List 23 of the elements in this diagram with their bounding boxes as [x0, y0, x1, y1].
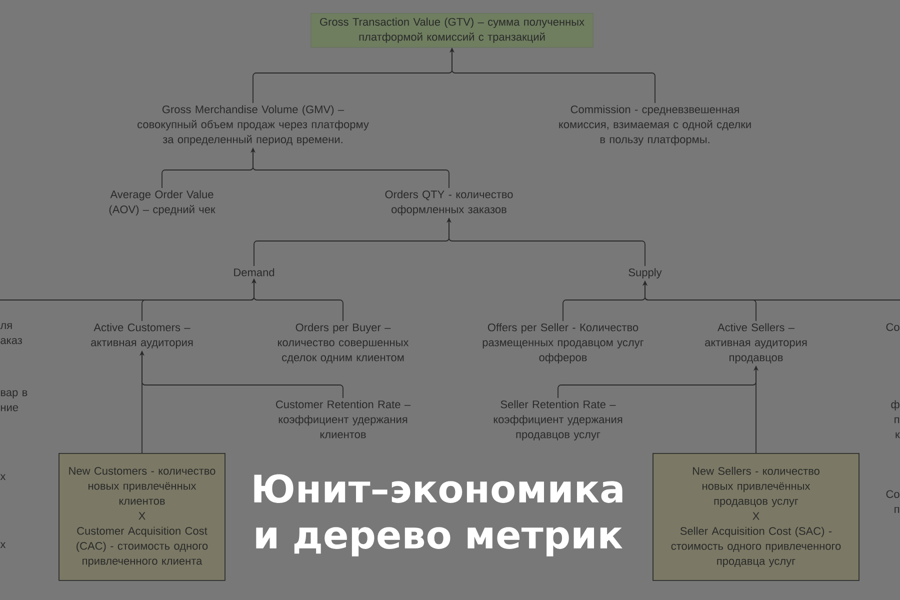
metric-label: Seller Retention Rate – коэффициент удержания продавцов услуг	[494, 400, 622, 440]
metric-label: Orders per Buyer – количество совершенных сделок одним клиентом	[278, 323, 409, 364]
metric-box: Gross Transaction Value (GTV) – сумма полученных платформой комиссий с транзакций	[310, 13, 594, 48]
title: Юнит–экономика и дерево метрик	[254, 474, 622, 556]
cut-off-text: ля аказ	[0, 323, 22, 344]
metric-label: Commission - средневзвешенная комиссия, взимаемая с одной сделки в пользу платформы.	[559, 105, 751, 146]
cut-off-text: х	[0, 474, 6, 480]
metric-label: Orders QTY - количество оформленных заказов	[385, 190, 513, 216]
metric-label: Supply	[628, 268, 662, 278]
cut-off-text: Co	[886, 323, 900, 331]
formula-box: New Customers - количество новых привлечённых клиентов X Customer Acquisition Cost (CAC) - стоимость одного привлеченного клиента	[58, 453, 226, 581]
metric-label: Active Sellers – активная аудитория продавцов	[705, 323, 807, 364]
cut-off-text: ф п к	[891, 400, 900, 438]
metric-label: Customer Retention Rate – коэффициент удержания клиентов	[276, 400, 411, 438]
metric-label: Offers per Seller - Количество размещенных продавцом услуг офферов	[482, 323, 644, 364]
metric-label: Average Order Value (AOV) – средний чек	[109, 190, 216, 216]
cut-off-text: Co п	[886, 490, 900, 513]
metric-label: Active Customers – активная аудитория	[91, 323, 193, 348]
metric-label: Demand	[234, 268, 274, 276]
cut-off-text: вар в ние	[0, 390, 28, 412]
metric-label: Gross Merchandise Volume (GMV) – совокупный объем продаж через платформу за определенный период времени.	[138, 105, 369, 146]
formula-box: New Sellers - количество новых привлечённых продавцов услуг X Seller Acquisition Cost (SAC) - стоимость одного привлеченного продавца услуг	[652, 453, 860, 581]
cut-off-text: х	[0, 542, 6, 548]
